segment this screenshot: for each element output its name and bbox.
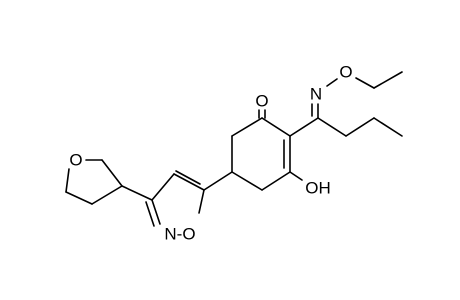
bond-thf-c5-c4 xyxy=(65,191,93,205)
bond-coxime-c1p xyxy=(317,117,347,137)
bond-thf-c3-c2 xyxy=(101,159,123,187)
bond-isox-c4-c3 xyxy=(151,173,175,201)
bond-c4-c5 xyxy=(231,171,263,191)
bond-thf-c4-c3 xyxy=(91,185,123,205)
bond-ch2-ch3 xyxy=(373,71,403,89)
bond-c3-c4 xyxy=(261,171,291,191)
bond-isox-c5-c4 xyxy=(173,173,205,191)
bond-isox-c3-n-a xyxy=(151,199,161,225)
oxime-oxygen-label: O xyxy=(339,63,352,82)
bond-n-o xyxy=(326,78,338,87)
bond-o-ch2 xyxy=(355,77,375,89)
hydroxyl-label: OH xyxy=(305,179,331,198)
bond-c1-c2 xyxy=(261,117,291,137)
bond-c2-coxime xyxy=(289,117,319,137)
atom-labels: O N O OH N-O O xyxy=(69,63,352,244)
oxime-nitrogen-label: N xyxy=(310,85,322,104)
bond-c5-isox xyxy=(203,171,233,191)
bond-isox-c5-c4-inner xyxy=(175,170,201,185)
bond-thf-o-c5 xyxy=(65,168,70,193)
bond-isox-thf xyxy=(121,185,153,201)
bond-isox-o-c5 xyxy=(198,189,205,214)
bond-c3-oh xyxy=(289,171,303,181)
bonds xyxy=(65,71,403,227)
thf-oxygen-label: O xyxy=(69,151,82,170)
bond-c1p-c2p xyxy=(345,117,375,137)
bond-c6-c1 xyxy=(231,117,263,137)
bond-c2p-c3p xyxy=(373,117,403,137)
ketone-oxygen-label: O xyxy=(255,92,268,111)
isoxazole-n-o-label: N-O xyxy=(164,225,195,244)
bond-isox-c3-n-b xyxy=(145,201,155,227)
